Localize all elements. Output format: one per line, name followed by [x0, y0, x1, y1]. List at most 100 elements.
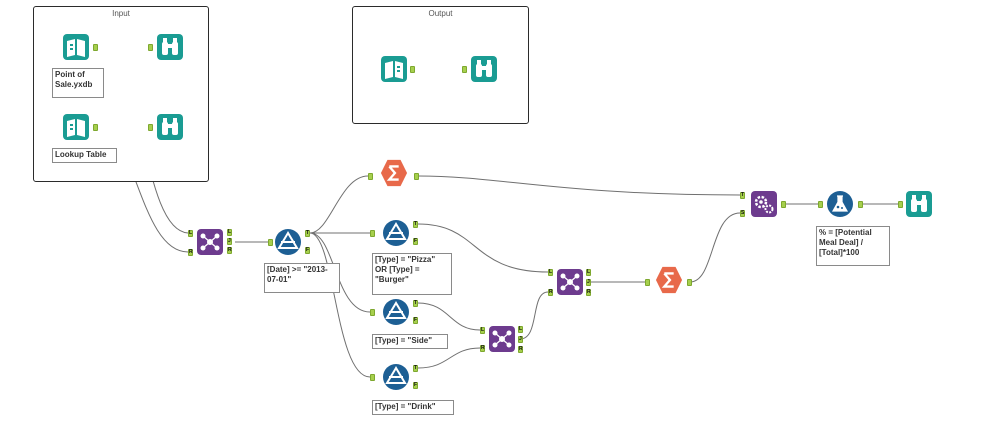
join-right-anchor[interactable]: [188, 249, 193, 256]
formula-icon: [827, 191, 853, 217]
input-data-icon: [63, 34, 89, 60]
input-anchor[interactable]: [898, 201, 903, 208]
output-anchor[interactable]: [687, 279, 692, 286]
filter-false-anchor[interactable]: [413, 238, 418, 245]
tool-annotation-date-filter: [Date] >= "2013-07-01": [264, 263, 340, 293]
join-icon: [489, 326, 515, 352]
filter-tool[interactable]: [274, 228, 302, 256]
join-l-output-anchor[interactable]: [518, 326, 523, 333]
filter-false-anchor[interactable]: [305, 247, 310, 254]
join-right-anchor[interactable]: [480, 345, 485, 352]
input-anchor[interactable]: [370, 374, 375, 381]
append-fields-icon: [751, 191, 777, 217]
anchor-label: L: [519, 326, 523, 332]
anchor-label: L: [189, 230, 193, 236]
anchor-label: R: [228, 247, 232, 253]
anchor-label: T: [414, 221, 418, 227]
filter-icon: [383, 364, 409, 390]
anchor-label: L: [549, 269, 553, 275]
filter-icon: [275, 229, 301, 255]
input-anchor[interactable]: [462, 66, 467, 73]
anchor-label: L: [228, 229, 232, 235]
join-tool[interactable]: [556, 268, 584, 296]
join-r-output-anchor[interactable]: [518, 346, 523, 353]
filter-false-anchor[interactable]: [413, 317, 418, 324]
output-anchor[interactable]: [93, 124, 98, 131]
anchor-label: F: [414, 317, 418, 323]
anchor-label: R: [481, 345, 485, 351]
join-j-output-anchor[interactable]: [227, 238, 232, 245]
container-title: Input: [112, 9, 130, 18]
input-data-tool[interactable]: [62, 113, 90, 141]
input-anchor[interactable]: [645, 279, 650, 286]
browse-tool[interactable]: [156, 33, 184, 61]
anchor-label: R: [519, 346, 523, 352]
summarize-tool[interactable]: [655, 266, 683, 294]
output-anchor[interactable]: [410, 66, 415, 73]
filter-tool[interactable]: [382, 363, 410, 391]
container-title: Output: [428, 9, 453, 18]
tool-annotation-pos: Point of Sale.yxdb: [52, 68, 104, 98]
input-anchor[interactable]: [370, 309, 375, 316]
join-l-output-anchor[interactable]: [227, 229, 232, 236]
filter-true-anchor[interactable]: [305, 230, 310, 237]
input-data-tool[interactable]: [62, 33, 90, 61]
join-r-output-anchor[interactable]: [586, 289, 591, 296]
anchor-label: T: [306, 230, 310, 236]
browse-tool[interactable]: [156, 113, 184, 141]
anchor-label: T: [414, 365, 418, 371]
browse-icon: [157, 34, 183, 60]
anchor-label: R: [587, 289, 591, 295]
join-right-anchor[interactable]: [548, 289, 553, 296]
anchor-label: F: [414, 238, 418, 244]
browse-tool[interactable]: [905, 190, 933, 218]
input-anchor[interactable]: [368, 173, 373, 180]
formula-tool[interactable]: [826, 190, 854, 218]
filter-true-anchor[interactable]: [413, 300, 418, 307]
input-anchor[interactable]: [148, 44, 153, 51]
anchor-label: R: [189, 249, 193, 255]
output-data-tool[interactable]: [380, 55, 408, 83]
join-tool[interactable]: [488, 325, 516, 353]
output-anchor[interactable]: [781, 201, 786, 208]
browse-tool[interactable]: [470, 55, 498, 83]
browse-icon: [906, 191, 932, 217]
join-j-output-anchor[interactable]: [518, 336, 523, 343]
anchor-label: T: [741, 192, 745, 198]
filter-true-anchor[interactable]: [413, 365, 418, 372]
output-anchor[interactable]: [858, 201, 863, 208]
summarize-tool[interactable]: [380, 159, 408, 187]
output-anchor[interactable]: [93, 44, 98, 51]
filter-tool[interactable]: [382, 219, 410, 247]
join-l-output-anchor[interactable]: [586, 269, 591, 276]
anchor-label: F: [306, 247, 310, 253]
output-container[interactable]: Output: [352, 6, 529, 124]
anchor-label: L: [587, 269, 591, 275]
input-anchor[interactable]: [148, 124, 153, 131]
append-target-anchor[interactable]: [740, 192, 745, 199]
tool-annotation-drink-filter: [Type] = "Drink": [372, 400, 454, 415]
join-j-output-anchor[interactable]: [586, 279, 591, 286]
anchor-label: R: [549, 289, 553, 295]
filter-icon: [383, 220, 409, 246]
input-anchor[interactable]: [268, 239, 273, 246]
anchor-label: F: [414, 382, 418, 388]
filter-icon: [383, 299, 409, 325]
anchor-label: J: [228, 238, 231, 244]
output-data-icon: [381, 56, 407, 82]
join-left-anchor[interactable]: [548, 269, 553, 276]
join-tool[interactable]: [196, 228, 224, 256]
filter-false-anchor[interactable]: [413, 382, 418, 389]
output-anchor[interactable]: [414, 173, 419, 180]
input-anchor[interactable]: [370, 230, 375, 237]
input-anchor[interactable]: [818, 201, 823, 208]
anchor-label: T: [414, 300, 418, 306]
append-fields-tool[interactable]: [750, 190, 778, 218]
filter-true-anchor[interactable]: [413, 221, 418, 228]
filter-tool[interactable]: [382, 298, 410, 326]
append-source-anchor[interactable]: [740, 210, 745, 217]
join-r-output-anchor[interactable]: [227, 247, 232, 254]
join-left-anchor[interactable]: [188, 230, 193, 237]
join-left-anchor[interactable]: [480, 327, 485, 334]
join-icon: [557, 269, 583, 295]
